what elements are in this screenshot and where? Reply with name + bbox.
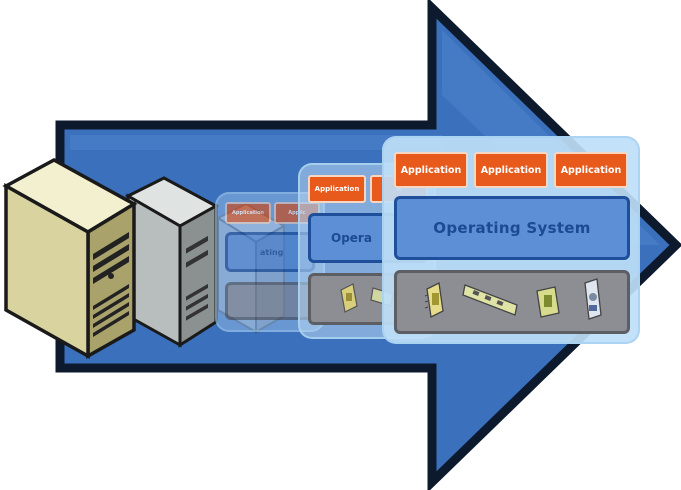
network-card-icon <box>536 286 560 318</box>
cpu-chip-icon <box>340 283 358 313</box>
arrow-highlight <box>70 30 660 245</box>
server-tower-front <box>2 158 138 359</box>
application-tile: Application <box>554 152 628 188</box>
application-tile: Application <box>474 152 548 188</box>
application-tile: Application <box>308 175 366 203</box>
application-tile: Application <box>394 152 468 188</box>
application-tile: Application <box>225 202 271 224</box>
disk-drive-icon <box>584 278 602 320</box>
operating-system-layer: Operating System <box>394 196 630 260</box>
server-tower-back <box>124 176 220 348</box>
cpu-chip-icon <box>424 282 444 318</box>
memory-module-icon <box>462 284 518 316</box>
vm-stack-front: Application Application Application Oper… <box>382 136 640 344</box>
hardware-icons <box>424 278 602 320</box>
application-row: Application Application Application <box>394 152 630 188</box>
hardware-layer <box>394 270 630 334</box>
